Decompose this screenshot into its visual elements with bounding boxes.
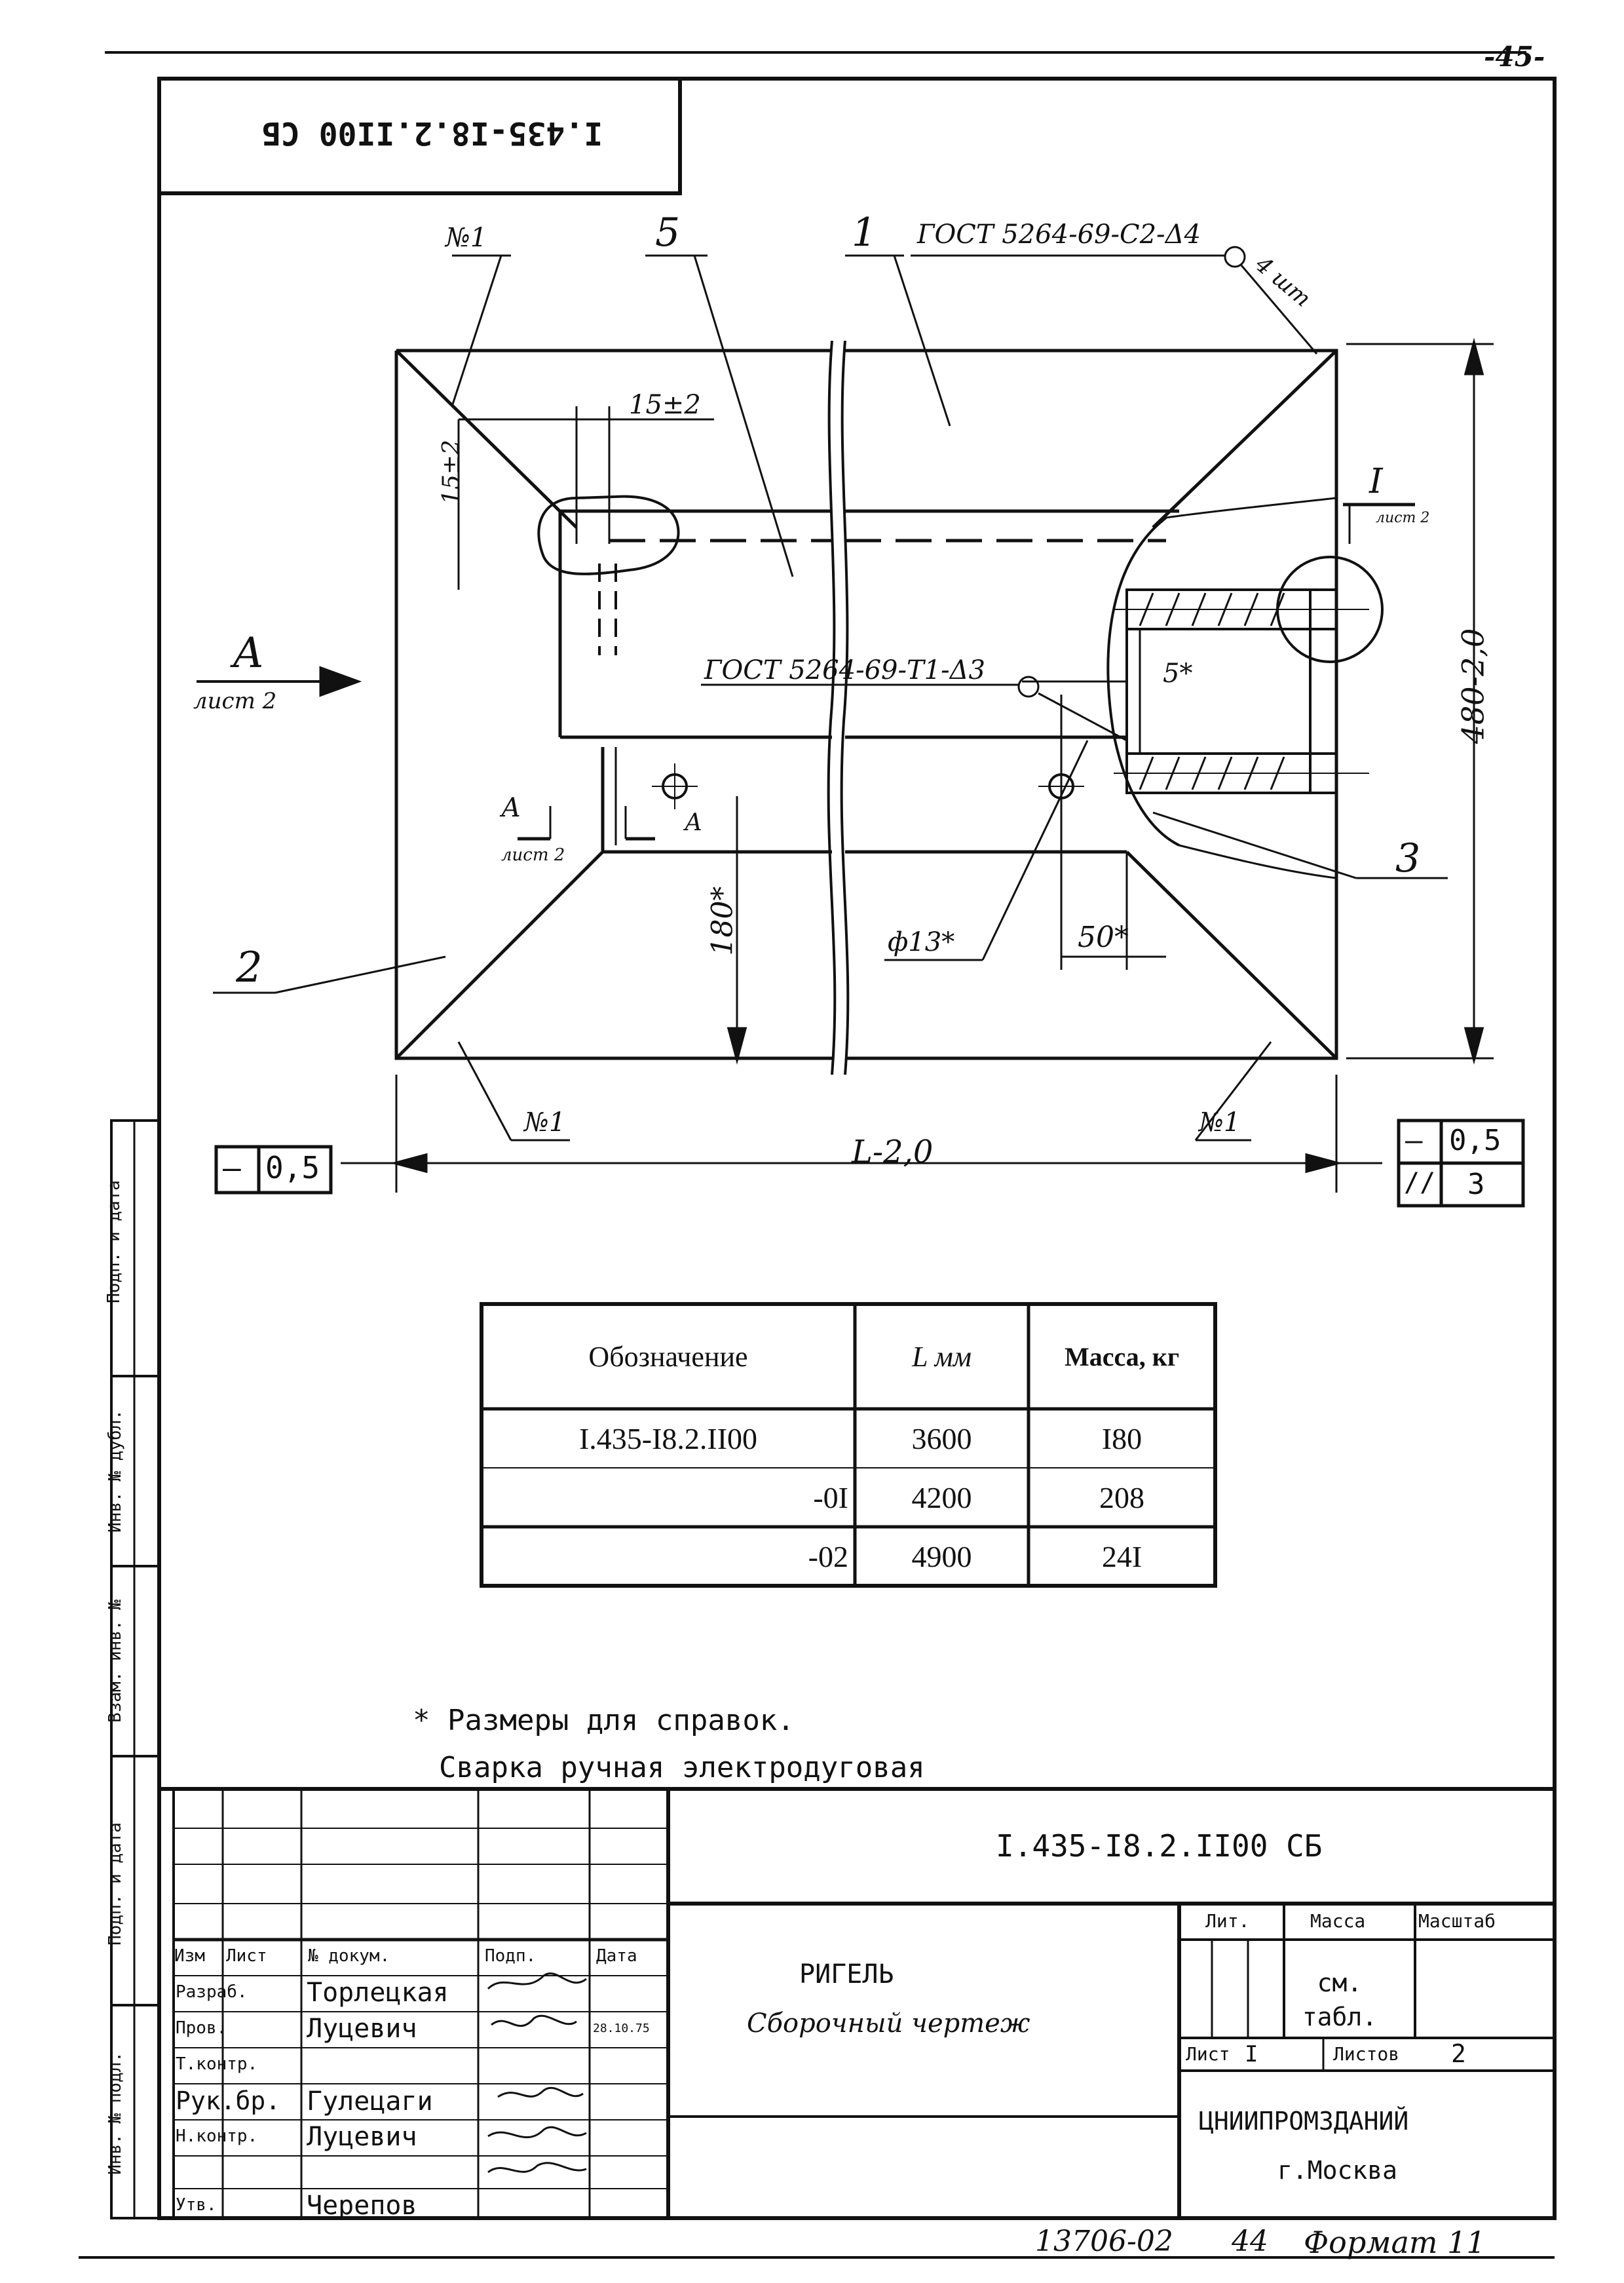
weld-seam-label-bottom-left: №1 bbox=[524, 1107, 566, 1138]
format-label: Формат 11 bbox=[1304, 2225, 1486, 2260]
weld-gost-mid: ГОСТ 5264-69-Т1-Δ3 bbox=[704, 655, 985, 685]
mass-label: Масса bbox=[1310, 1910, 1366, 1932]
role-norm-control: Н.контр. bbox=[176, 2126, 258, 2146]
part-label-5: 5 bbox=[655, 210, 681, 256]
spec-row-1-mass: I80 bbox=[1101, 1421, 1142, 1455]
spec-header-length: L мм bbox=[912, 1340, 972, 1373]
side-strip-dup-inv: Инв. № дубл. bbox=[105, 1410, 125, 1533]
sheets-value: 2 bbox=[1451, 2039, 1466, 2068]
date-checked: 28.10.75 bbox=[593, 2022, 650, 2035]
scale-label: Масштаб bbox=[1418, 1910, 1496, 1932]
spec-row-3-mass: 24I bbox=[1101, 1539, 1142, 1573]
spec-row-2-length: 4200 bbox=[911, 1480, 972, 1514]
lit-label: Лит. bbox=[1205, 1910, 1250, 1932]
spec-row-2-designation: -0I bbox=[813, 1480, 848, 1514]
role-team-lead: Рук.бр. bbox=[176, 2086, 281, 2115]
title-block-name: РИГЕЛЬ bbox=[799, 1959, 894, 1989]
spec-header-designation: Обозначение bbox=[588, 1340, 748, 1373]
name-checked: Луцевич bbox=[307, 2014, 417, 2044]
part-label-3: 3 bbox=[1395, 835, 1421, 881]
dim-15-2-horizontal: 15±2 bbox=[629, 390, 701, 420]
side-strip-replace-inv: Взам. инв. № bbox=[105, 1600, 125, 1723]
sheet-value: I bbox=[1245, 2041, 1258, 2067]
tolerance-right-symbol: — bbox=[1405, 1124, 1423, 1157]
spec-row-3-designation: -02 bbox=[808, 1539, 848, 1573]
org-city: г.Москва bbox=[1277, 2156, 1398, 2185]
name-team-lead: Гулецаги bbox=[307, 2086, 433, 2117]
section-A-sheet: лист 2 bbox=[501, 845, 565, 865]
archive-number: 13706-02 bbox=[1035, 2225, 1173, 2258]
note-reference-dimensions: * Размеры для справок. bbox=[413, 1704, 795, 1737]
name-approved: Черепов bbox=[307, 2191, 417, 2221]
view-I-sheet: лист 2 bbox=[1376, 510, 1430, 526]
view-A-sheet: лист 2 bbox=[193, 688, 277, 714]
weld-seam-label-top-left: №1 bbox=[445, 223, 487, 253]
tolerance-parallel-value: 3 bbox=[1467, 1168, 1485, 1201]
tolerance-right-value: 0,5 bbox=[1449, 1124, 1501, 1157]
dim-L: L-2,0 bbox=[852, 1134, 934, 1170]
name-norm-control: Луцевич bbox=[307, 2122, 417, 2152]
sheet-label: Лист bbox=[1186, 2043, 1230, 2065]
section-A-right: А bbox=[685, 809, 703, 836]
signatures bbox=[487, 1972, 587, 2174]
page-number: -45- bbox=[1484, 41, 1545, 73]
spec-row-2-mass: 208 bbox=[1099, 1480, 1144, 1514]
weld-seam-label-bottom-right: №1 bbox=[1199, 1107, 1241, 1138]
top-stamp-code: I.435-I8.2.II00 СБ bbox=[262, 115, 603, 151]
dim-15-2-vertical: 15±2 bbox=[438, 440, 465, 505]
note-welding-method: Сварка ручная электродуговая bbox=[439, 1751, 925, 1784]
role-approved: Утв. bbox=[176, 2195, 217, 2215]
tolerance-parallel-symbol: // bbox=[1404, 1168, 1436, 1198]
dim-50: 50* bbox=[1078, 921, 1129, 954]
spec-row-3-length: 4900 bbox=[911, 1539, 972, 1573]
archive-page: 44 bbox=[1232, 2225, 1268, 2258]
title-block-code: I.435-I8.2.II00 СБ bbox=[996, 1828, 1323, 1864]
view-I-label: I bbox=[1369, 462, 1383, 501]
col-header-doc-number: № докум. bbox=[308, 1946, 390, 1966]
dim-5: 5* bbox=[1163, 659, 1193, 689]
dim-180: 180* bbox=[706, 886, 740, 956]
spec-header-mass: Масса, кг bbox=[1065, 1341, 1179, 1372]
spec-row-1-designation: I.435-I8.2.II00 bbox=[578, 1421, 758, 1455]
dim-480: 480-2,0 bbox=[1455, 628, 1491, 744]
org-name: ЦНИИПРОМЗДАНИЙ bbox=[1199, 2107, 1409, 2136]
view-A-label: А bbox=[233, 629, 265, 678]
spec-row-1-length: 3600 bbox=[911, 1421, 972, 1455]
col-header-date: Дата bbox=[596, 1946, 637, 1966]
part-label-1: 1 bbox=[852, 210, 877, 256]
col-header-sheet: Лист bbox=[226, 1946, 267, 1966]
sheets-label: Листов bbox=[1333, 2043, 1400, 2065]
section-A-left: А bbox=[501, 793, 521, 823]
role-tech-control: Т.контр. bbox=[176, 2054, 258, 2074]
tolerance-left-symbol: — bbox=[223, 1150, 241, 1185]
side-strip-signature-date-2: Подп. и дата bbox=[105, 1822, 125, 1946]
name-developed: Торлецкая bbox=[307, 1978, 449, 2008]
role-checked: Пров. bbox=[176, 2018, 227, 2038]
tolerance-left-value: 0,5 bbox=[265, 1150, 320, 1185]
side-strip-signature-date-1: Подп. и дата bbox=[104, 1180, 124, 1303]
part-label-2: 2 bbox=[236, 944, 263, 992]
col-header-signature: Подп. bbox=[485, 1946, 537, 1966]
side-strip-orig-inv: Инв. № подл. bbox=[105, 2052, 125, 2175]
role-developed: Разраб. bbox=[176, 1982, 248, 2002]
title-block-doc-type: Сборочный чертеж bbox=[747, 2008, 1030, 2039]
mass-value: см. табл. bbox=[1302, 1968, 1378, 2031]
dim-d13: ф13* bbox=[888, 927, 955, 957]
col-header-change: Изм bbox=[174, 1946, 205, 1966]
weld-gost-top: ГОСТ 5264-69-С2-Δ4 bbox=[917, 220, 1201, 250]
